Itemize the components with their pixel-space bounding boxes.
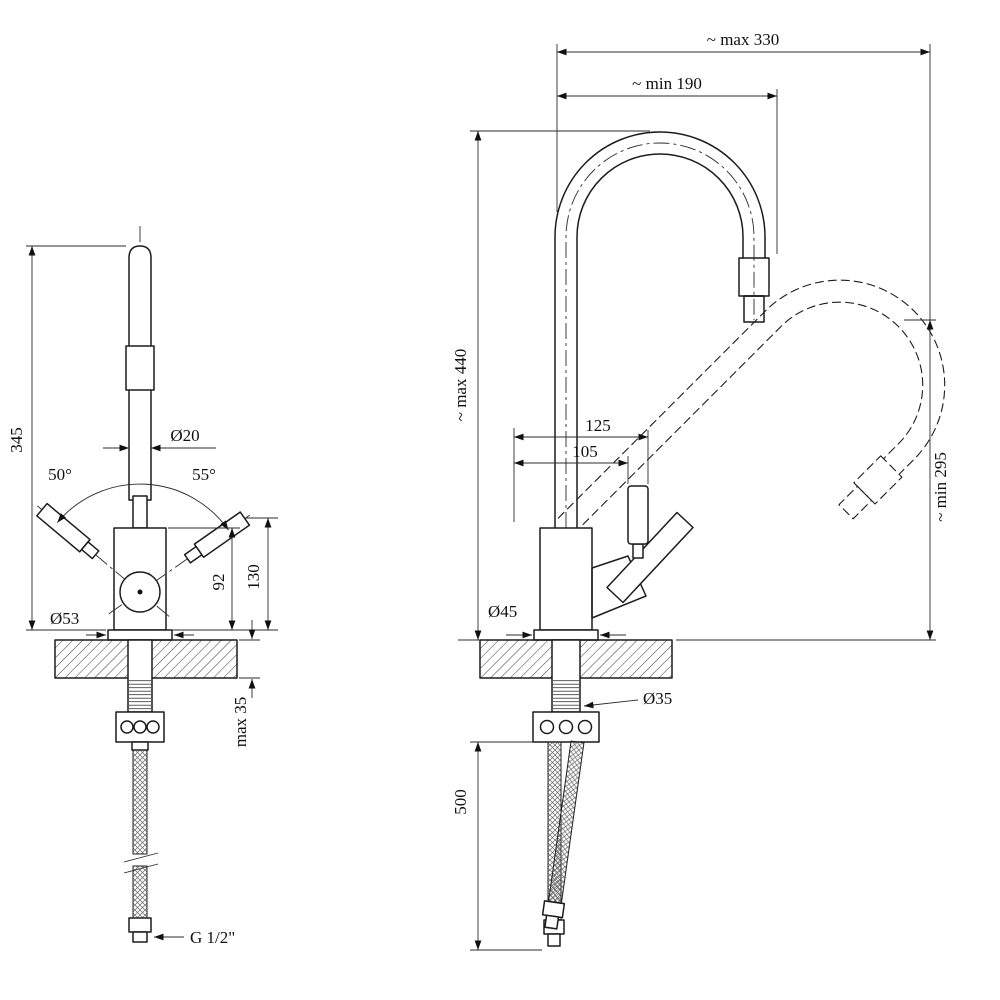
dim-hose-length: 500 <box>451 741 542 951</box>
dim-handle-height: 130 <box>172 517 278 631</box>
angle-arc <box>56 483 229 531</box>
dim-body-height-label: 92 <box>209 574 228 591</box>
dim-base-diameter-side-label: Ø53 <box>50 609 79 628</box>
side-view: 50° 55° <box>7 226 278 947</box>
front-handle-boss <box>591 555 647 619</box>
front-flex-hose-right <box>541 740 585 930</box>
dim-reach-min: ~ min 190 <box>557 74 778 254</box>
front-body <box>539 527 593 631</box>
front-countertop-section <box>479 639 673 713</box>
dim-body-height: 92 <box>168 527 240 630</box>
dim-reach-max-label: ~ max 330 <box>707 30 779 49</box>
dim-handle-angles: 50° 55° <box>48 465 229 531</box>
dim-angle-right-label: 55° <box>192 465 216 484</box>
side-countertop-section <box>54 639 238 713</box>
front-view: ~ max 330 ~ min 190 ~ max 440 ~ min 295 <box>451 30 992 951</box>
dim-offset-outer-label: 125 <box>585 416 611 435</box>
side-handle-right <box>108 511 251 615</box>
dim-counter-thickness-label: max 35 <box>231 697 250 748</box>
dim-base-diameter-front: Ø45 <box>488 602 626 639</box>
dim-base-diameter-front-label: Ø45 <box>488 602 517 621</box>
dim-hole-diameter-label: Ø35 <box>643 689 672 708</box>
dim-height-max: ~ max 440 <box>451 130 650 641</box>
dim-total-height-label: 345 <box>7 427 26 453</box>
dim-counter-thickness: max 35 <box>231 620 260 747</box>
dim-outlet-min-height-label: ~ min 295 <box>931 452 950 522</box>
dim-thread-size: G 1/2" <box>154 928 235 947</box>
dim-reach-min-label: ~ min 190 <box>632 74 702 93</box>
front-handle-lever-tilted <box>606 511 694 604</box>
front-handle-grip <box>627 485 649 545</box>
dim-total-height: 345 <box>7 245 126 631</box>
dim-hole-diameter: Ø35 <box>583 689 672 709</box>
side-mounting-nut <box>115 711 165 751</box>
side-base-flange <box>107 629 173 641</box>
side-flex-hose <box>123 749 159 943</box>
front-handle-neck <box>632 543 644 559</box>
front-base-flange <box>533 629 599 641</box>
dim-handle-height-label: 130 <box>244 564 263 590</box>
dim-offset-outer: 125 <box>513 416 649 522</box>
dim-reach-max: ~ max 330 <box>556 30 931 320</box>
dim-angle-left-label: 50° <box>48 465 72 484</box>
dim-base-diameter-side: Ø53 <box>50 609 194 639</box>
side-neck <box>132 495 148 529</box>
dim-spout-diameter-label: Ø20 <box>170 426 199 445</box>
side-pivot-point <box>137 589 143 595</box>
side-spout-collar <box>125 345 155 391</box>
dim-offset-inner: 105 <box>514 442 629 484</box>
side-hose-tip <box>132 931 148 943</box>
front-mounting-nut <box>532 711 600 743</box>
front-centerline <box>565 142 755 690</box>
side-hose-fitting <box>128 917 152 933</box>
dim-hose-length-label: 500 <box>451 789 470 815</box>
dim-spout-diameter: Ø20 <box>103 426 216 452</box>
dim-outlet-min-height: ~ min 295 <box>676 319 950 641</box>
dim-height-max-label: ~ max 440 <box>451 349 470 421</box>
dim-thread-size-label: G 1/2" <box>190 928 235 947</box>
dim-offset-inner-label: 105 <box>572 442 598 461</box>
